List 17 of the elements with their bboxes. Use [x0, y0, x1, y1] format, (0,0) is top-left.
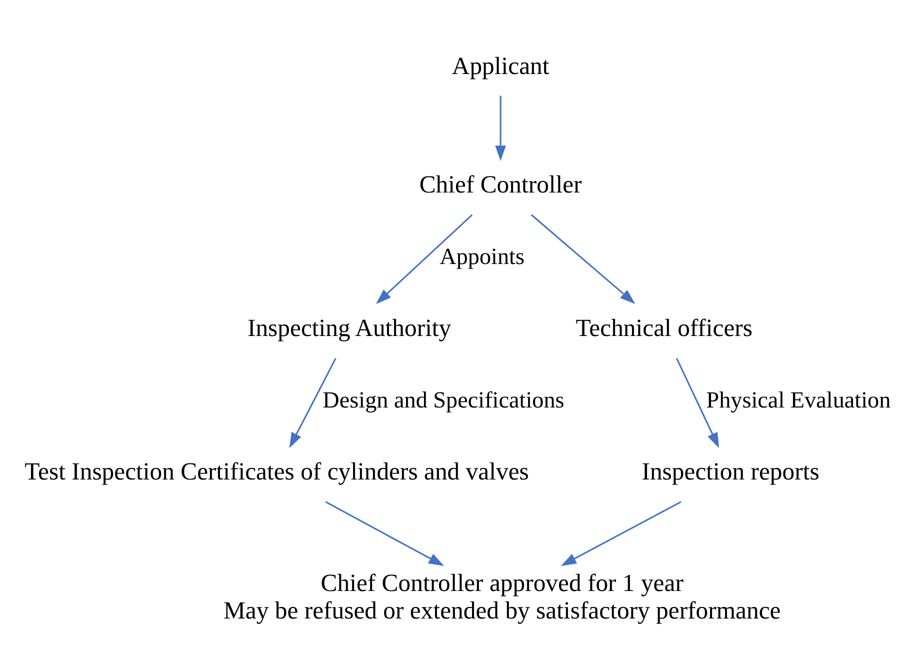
edge-label: Physical Evaluation [706, 386, 891, 413]
node-text: Test Inspection Certificates of cylinders and valves [24, 458, 529, 486]
arrow [289, 357, 336, 448]
arrow [560, 500, 682, 566]
node-text: Inspecting Authority [247, 314, 452, 342]
arrow [325, 500, 444, 566]
node-text: Technical officers [576, 314, 753, 342]
arrow [676, 357, 720, 448]
arrow [376, 214, 473, 304]
node-text: Applicant [452, 52, 550, 80]
node-text: Chief Controller approved for 1 year May be refused or extended by satisfactory performance [223, 569, 781, 624]
arrow [530, 214, 636, 304]
arrow [495, 95, 506, 161]
node-text: Chief Controller [419, 171, 582, 198]
node-text: Inspection reports [642, 458, 820, 486]
edge-label: Appoints [440, 243, 524, 270]
edge-label: Design and Specifications [322, 386, 564, 413]
